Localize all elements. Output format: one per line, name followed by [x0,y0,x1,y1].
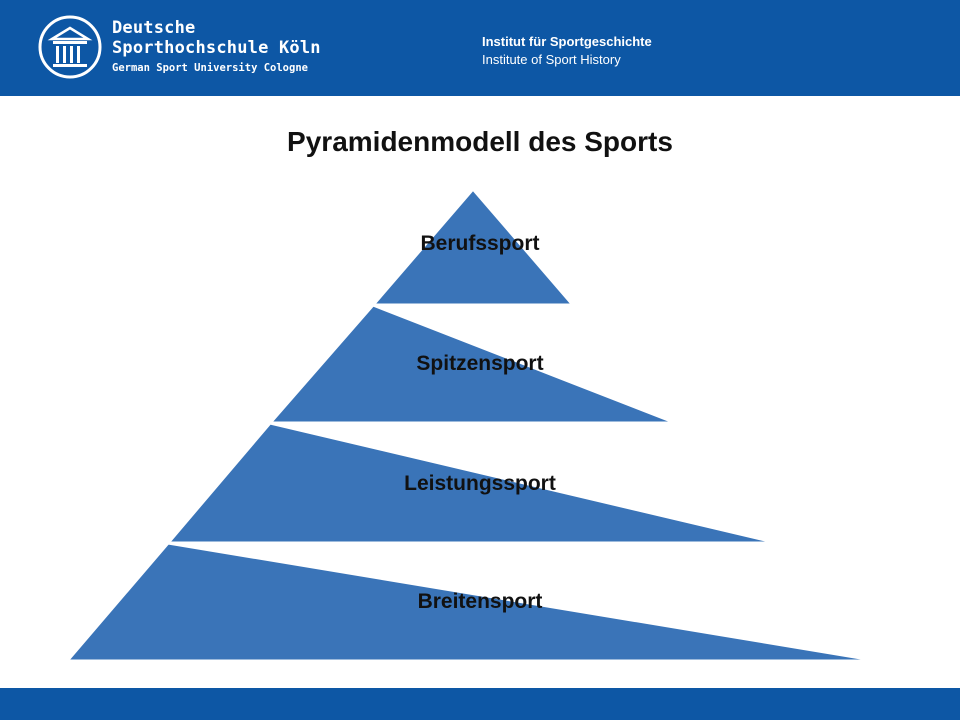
pyramid-level-shape [164,421,779,545]
pyramid-level-shape [266,303,677,425]
logo-wordmark: Deutsche Sporthochschule Köln German Spo… [112,18,321,76]
pyramid-level-shape [369,186,577,307]
pyramid-level-label: Leistungssport [404,472,556,495]
pyramid-level-label: Spitzensport [416,352,544,375]
logo-line-1: Deutsche [112,18,196,38]
slide-title: Pyramidenmodell des Sports [287,126,673,157]
institute-name-german: Institut für Sportgeschichte [482,34,652,49]
institute-name-english: Institute of Sport History [482,52,621,67]
footer-bar [0,688,960,720]
university-building-icon [38,15,102,79]
university-logo[interactable]: Deutsche Sporthochschule Köln German Spo… [38,15,321,79]
institute-name: Institut für Sportgeschichte Institute o… [482,33,652,69]
pyramid-level-label: Breitensport [417,590,543,613]
header-bar: Deutsche Sporthochschule Köln German Spo… [0,0,960,96]
logo-line-2: Sporthochschule Köln [112,38,321,58]
pyramid-level-label: Berufssport [420,232,540,255]
logo-line-3: German Sport University Cologne [112,62,308,74]
pyramid-level-shape [63,541,880,663]
